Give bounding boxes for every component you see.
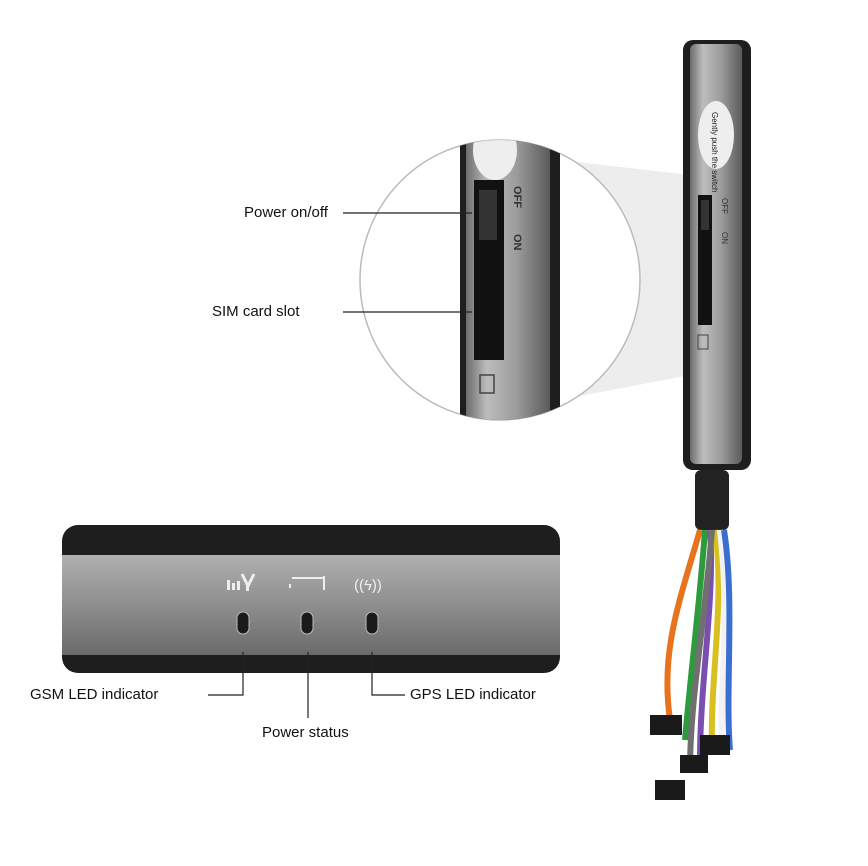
gps-led-label: GPS LED indicator xyxy=(410,686,536,703)
leader-lines xyxy=(208,212,472,718)
connector xyxy=(650,715,682,735)
connector xyxy=(655,780,685,800)
battery-icon xyxy=(289,576,325,590)
gsm-led-label: GSM LED indicator xyxy=(30,686,159,703)
signal-antenna-icon xyxy=(227,573,256,591)
gps-led xyxy=(365,611,379,635)
wire-harness xyxy=(650,470,733,800)
gps-signal-icon: ((ϟ)) xyxy=(354,577,382,594)
front-device-view: ((ϟ)) xyxy=(62,525,560,673)
svg-text:OFF: OFF xyxy=(511,186,523,208)
svg-text:OFF: OFF xyxy=(720,198,729,214)
sim-card-icon xyxy=(697,334,709,350)
power-switch-label: Power on/off xyxy=(244,204,328,221)
svg-text:Gently push the switch: Gently push the switch xyxy=(710,112,719,192)
sticker xyxy=(698,101,734,169)
sim-card-icon xyxy=(479,374,495,394)
connector xyxy=(700,735,730,755)
power-led xyxy=(300,611,314,635)
connector xyxy=(680,755,708,773)
power-status-label: Power status xyxy=(262,724,349,741)
sim-slot-label: SIM card slot xyxy=(212,303,300,320)
gsm-led xyxy=(236,611,250,635)
svg-text:ON: ON xyxy=(511,234,523,251)
magnified-switch-detail: OFF ON xyxy=(359,139,641,421)
svg-text:ON: ON xyxy=(720,232,729,244)
side-device-view: Gently push the switch OFF ON xyxy=(683,40,751,470)
